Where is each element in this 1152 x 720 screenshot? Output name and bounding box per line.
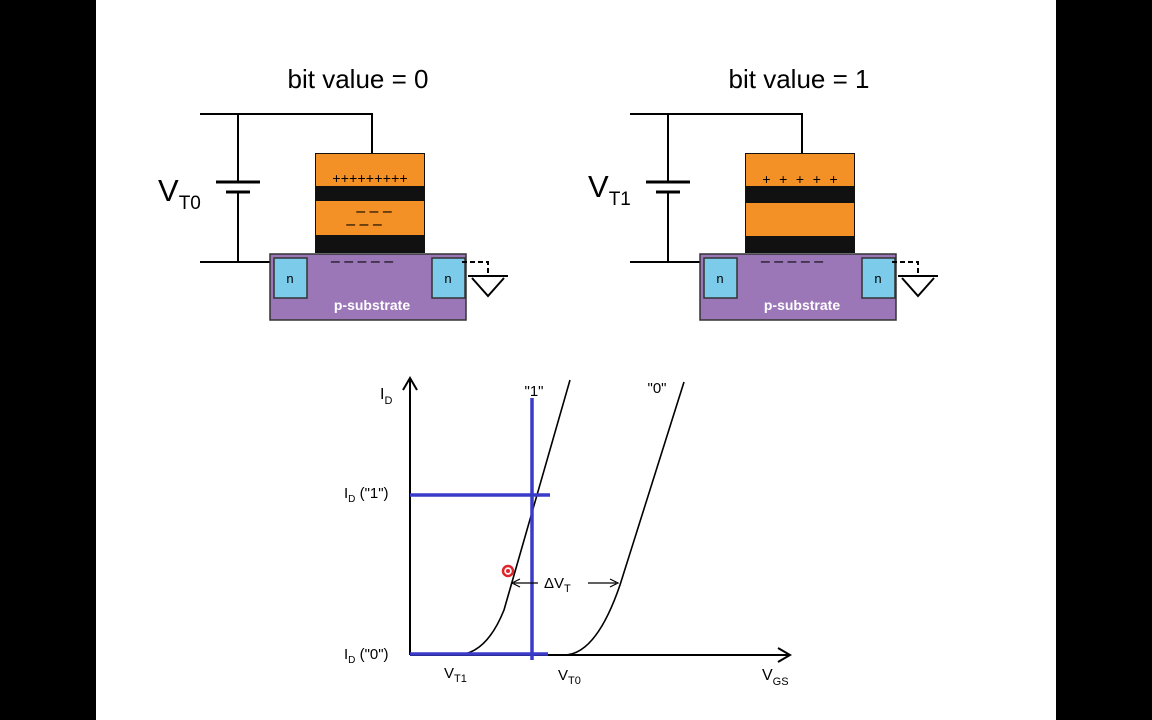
right-cell: bit value = 1 VT1 n n p-substrate – – – … <box>588 64 938 321</box>
left-voltage-label: VT0 <box>158 173 201 214</box>
left-floating-gate-charge-row2: – – – <box>346 216 382 233</box>
right-drain-region <box>861 257 896 299</box>
curve-bit-0 <box>563 381 685 656</box>
y-axis-arrow <box>402 376 418 391</box>
left-floating-gate-charge-row1: – – – <box>356 203 392 220</box>
right-drain-label: n <box>874 271 881 286</box>
left-drain-label: n <box>444 271 451 286</box>
delta-vt-right-arrowhead <box>609 578 620 588</box>
vt1-label: VT1 <box>444 665 467 685</box>
id-level-0-label: ID ("0") <box>344 646 389 666</box>
curve-bit-1 <box>455 379 571 656</box>
left-source-label: n <box>286 271 293 286</box>
right-drain-ground-wire <box>892 261 919 276</box>
left-drain-region <box>431 257 466 299</box>
pointer-cursor-dot <box>506 569 510 573</box>
left-channel-charge: – – – – – <box>331 253 393 270</box>
right-control-gate <box>746 154 854 186</box>
y-axis-label: ID <box>380 386 392 407</box>
left-floating-gate <box>316 201 424 235</box>
right-ground-symbol <box>901 277 935 298</box>
right-channel-charge: – – – – – <box>761 253 823 270</box>
right-voltage-label: VT1 <box>588 169 631 210</box>
right-control-gate-charge: + + + + + <box>762 173 838 189</box>
left-ground-symbol <box>471 277 505 298</box>
right-floating-gate <box>746 203 854 236</box>
curve-bit-1-label: "1" <box>525 383 544 400</box>
curve-bit-0-label: "0" <box>648 380 667 397</box>
delta-vt-left-arrowhead <box>510 578 521 588</box>
left-cell-title: bit value = 0 <box>288 64 429 94</box>
left-gate-wire <box>200 113 373 153</box>
left-drain-ground-wire <box>462 261 489 276</box>
left-control-gate-charge: +++++++++ <box>332 172 408 188</box>
right-substrate-label: p-substrate <box>764 297 840 313</box>
id-vgs-graph: ID VGS "1" "0" ID ("1") ID ("0") VT1 VT0… <box>344 376 792 688</box>
right-cell-title: bit value = 1 <box>729 64 870 94</box>
delta-vt-label: ΔVT <box>544 575 571 595</box>
right-source-label: n <box>716 271 723 286</box>
id-level-1-label: ID ("1") <box>344 485 389 505</box>
x-axis-arrow <box>777 647 792 663</box>
left-source-region <box>273 257 308 299</box>
x-axis-label: VGS <box>762 667 789 688</box>
right-gate-wire <box>630 113 803 153</box>
left-control-gate <box>316 154 424 186</box>
flash-memory-diagram: bit value = 0 VT0 n n p-substrate – – – … <box>158 64 938 688</box>
vt0-label: VT0 <box>558 667 581 687</box>
right-source-region <box>703 257 738 299</box>
slide: bit value = 0 VT0 n n p-substrate – – – … <box>96 0 1056 720</box>
left-cell: bit value = 0 VT0 n n p-substrate – – – … <box>158 64 508 321</box>
left-substrate-label: p-substrate <box>334 297 410 313</box>
